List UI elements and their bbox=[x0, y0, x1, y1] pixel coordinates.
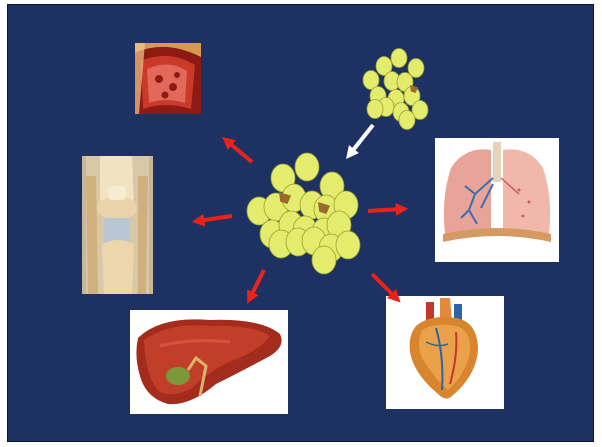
fat-cell bbox=[312, 246, 336, 274]
fat-cell bbox=[295, 153, 319, 181]
fat-cell bbox=[336, 231, 360, 259]
